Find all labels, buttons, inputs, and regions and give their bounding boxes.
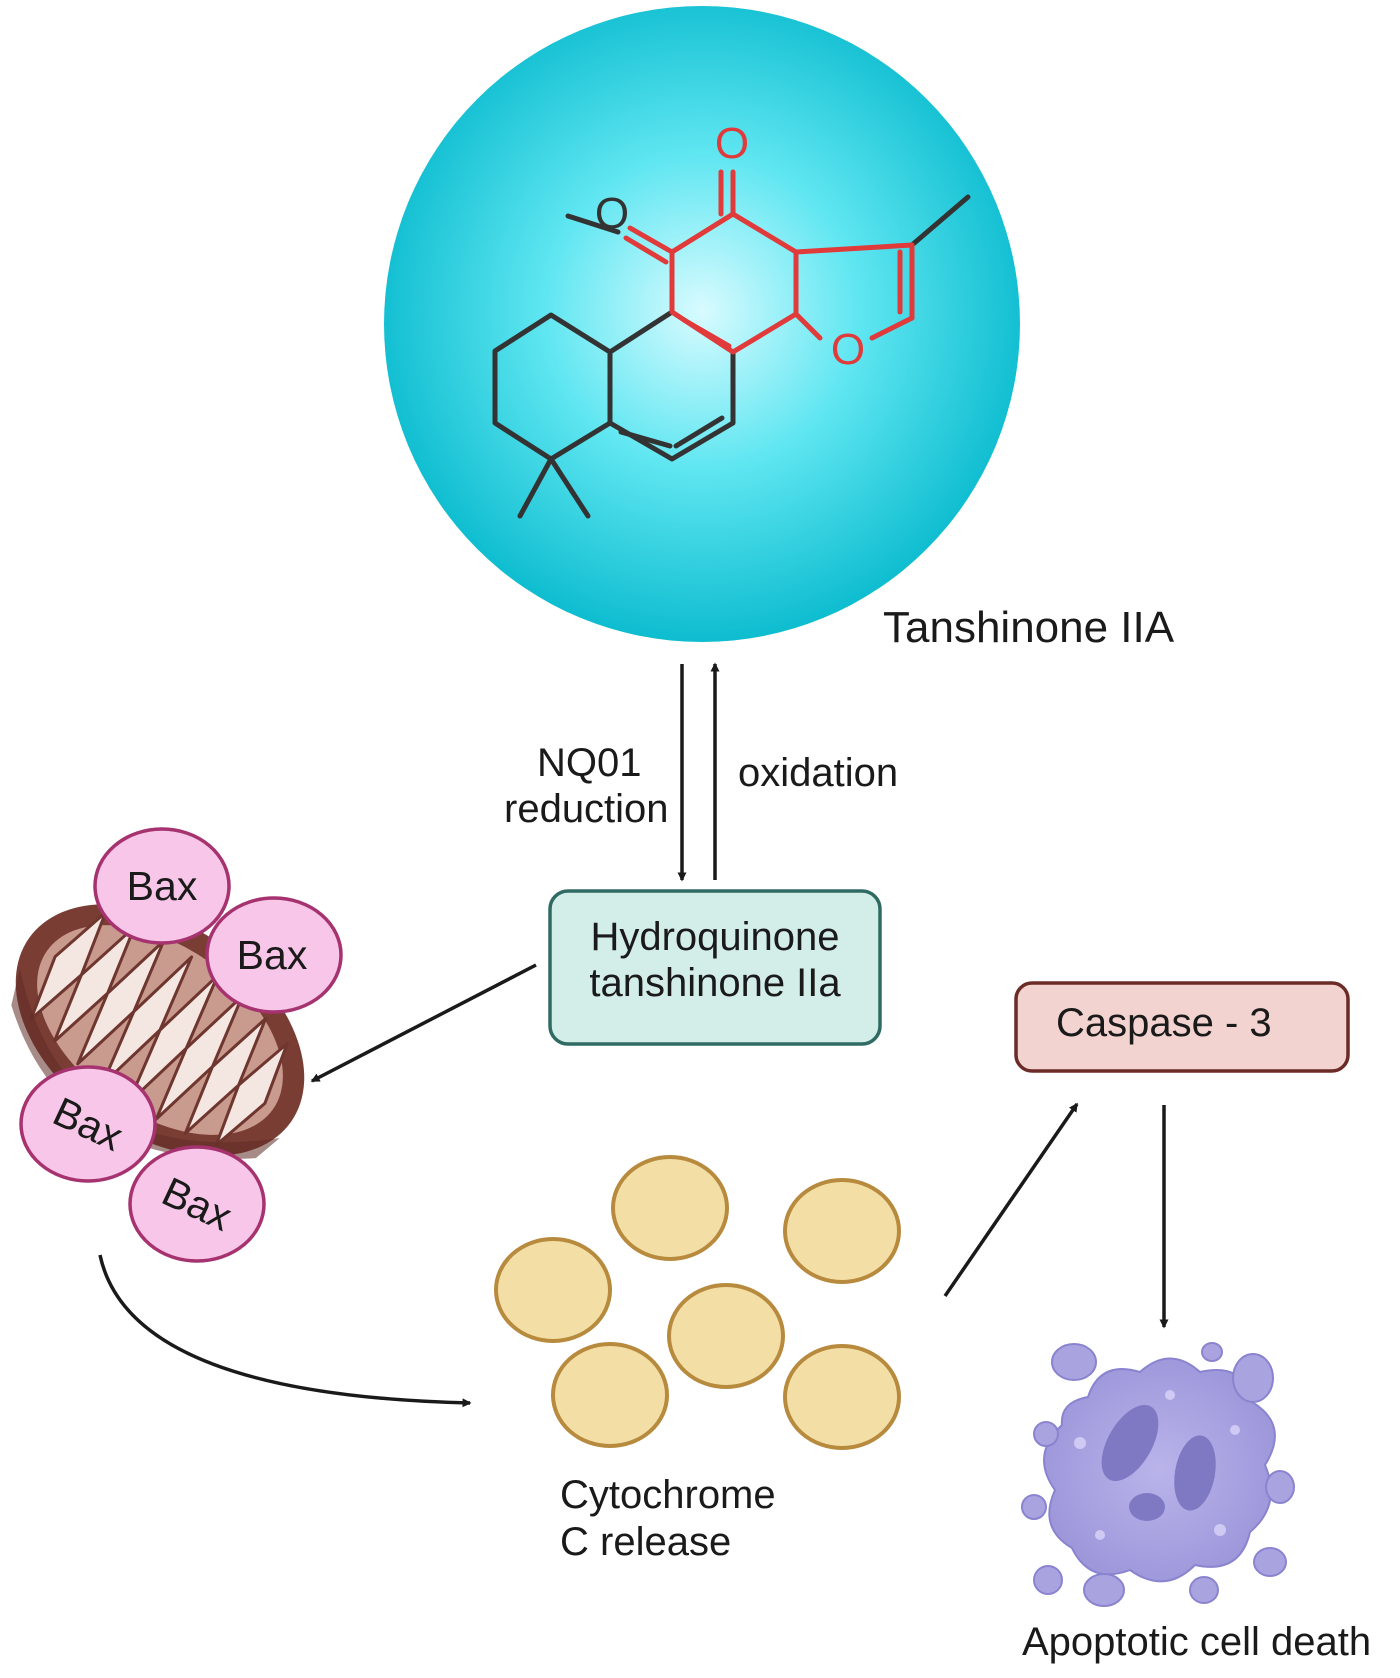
cytochrome-disc (611, 1155, 729, 1261)
hydroquinone-box: Hydroquinone tanshinone IIa (548, 889, 882, 1046)
hydroquinone-label-line1: Hydroquinone (590, 915, 839, 959)
cytochrome-disc (551, 1342, 669, 1448)
molecule-sphere (384, 6, 1020, 642)
molecule-plain-bonds (492, 194, 971, 519)
reduction-label-line1: NQ01 (537, 741, 642, 785)
atom-label-oxygen-ring: O (831, 325, 865, 374)
caspase-3-box: Caspase - 3 (1014, 981, 1350, 1073)
bax-protein-2: Bax (205, 896, 343, 1014)
apoptosis-label: Apoptotic cell death (1022, 1620, 1371, 1664)
bax-label-2: Bax (237, 932, 308, 978)
mitochondrion-to-cytochrome-arrow (98, 1254, 472, 1408)
caspase-3-label: Caspase - 3 (1056, 1001, 1272, 1045)
redox-arrows (677, 662, 720, 882)
bax-protein-3: Bax (19, 1065, 157, 1183)
tanshinone-molecule: O O O (384, 6, 1020, 642)
cytochrome-to-caspase-arrow (943, 1102, 1079, 1297)
cytochrome-label-line1: Cytochrome (560, 1473, 776, 1517)
cytochrome-disc (494, 1237, 612, 1343)
bax-protein-4: Bax (128, 1145, 266, 1263)
bax-label-1: Bax (127, 863, 198, 909)
molecule-highlight-bonds (623, 169, 915, 355)
atom-label-oxygen-top: O (715, 119, 749, 168)
bax-protein-1: Bax (93, 827, 231, 945)
cytochrome-disc (783, 1178, 901, 1284)
cytochrome-disc (667, 1283, 785, 1389)
hydroquinone-label-line2: tanshinone IIa (589, 961, 841, 1005)
oxidation-label: oxidation (738, 751, 898, 795)
cytochrome-c-cluster (494, 1155, 901, 1450)
reduction-label-line2: reduction (504, 787, 669, 831)
cytochrome-label-line2: C release (560, 1520, 731, 1564)
molecule-name-label: Tanshinone IIA (883, 603, 1175, 652)
apoptotic-cell (1021, 1342, 1295, 1607)
atom-label-oxygen-left: O (595, 189, 629, 238)
hydroquinone-to-mitochondrion-arrow (310, 963, 537, 1083)
cytochrome-disc (783, 1344, 901, 1450)
